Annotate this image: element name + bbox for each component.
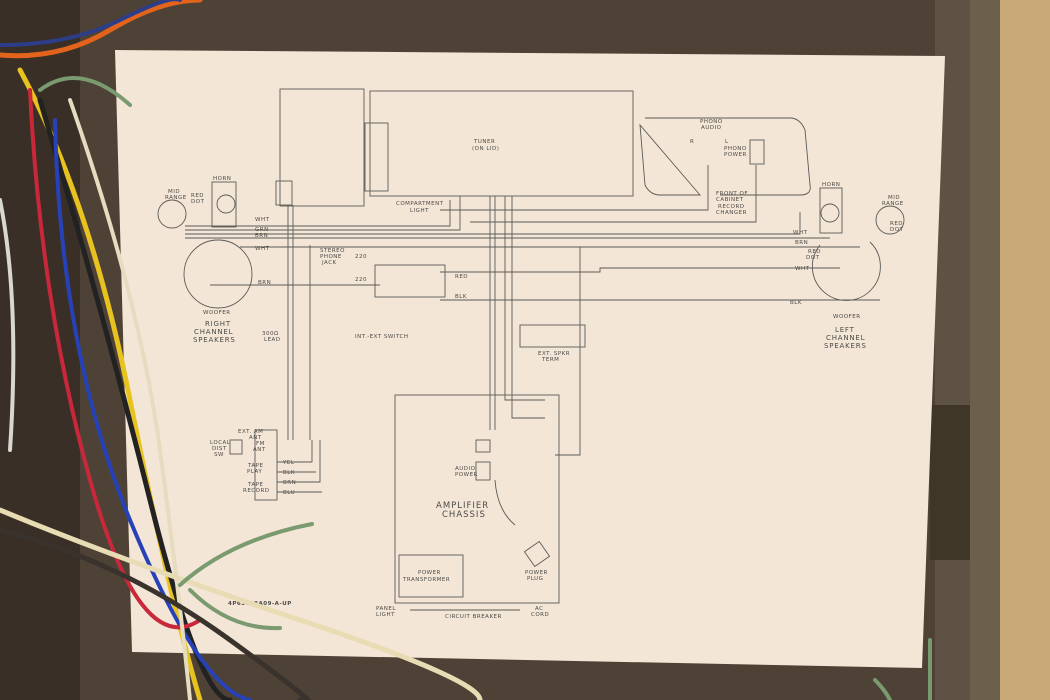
right-channel-title-2: CHANNEL — [194, 328, 233, 336]
front-of-cabinet-label: FRONT OF — [716, 191, 748, 197]
right-red-dot-label-2: DOT — [191, 199, 205, 205]
tape-record-label-2: RECORD — [243, 488, 270, 494]
paper-sheet — [115, 50, 945, 668]
panel-light-label: PANEL — [376, 606, 396, 612]
record-changer-label-2: CHANGER — [716, 210, 747, 216]
wire-label-grn: GRN — [255, 227, 269, 233]
wire-label-wht: WHT — [255, 217, 270, 223]
ac-cord-label-2: CORD — [531, 612, 549, 618]
wire-label-blk: BLK — [455, 294, 467, 300]
wire-label-wht-left: WHT — [795, 266, 810, 272]
right-woofer-label: WOOFER — [203, 310, 231, 316]
power-plug-label-2: PLUG — [527, 576, 543, 582]
phone-jack-label: STEREO — [320, 248, 345, 254]
amplifier-title: AMPLIFIER — [436, 501, 489, 511]
local-dist-label-2: DIST — [212, 446, 227, 452]
tuner-sublabel: (ON LID) — [472, 146, 499, 152]
power-plug-label: POWER — [525, 570, 548, 576]
fm-ant-label-2: ANT — [253, 447, 266, 453]
ext-am-ant-label: EXT. AM — [238, 429, 263, 435]
wire-label-brn-left: BRN — [795, 240, 808, 246]
amplifier-title-2: CHASSIS — [442, 510, 486, 520]
left-channel-title-3: SPEAKERS — [824, 342, 867, 350]
right-red-dot-label: RED — [191, 193, 204, 199]
particle-board — [1000, 0, 1050, 700]
ext-spkr-label: EXT. SPKR — [538, 351, 570, 357]
phone-jack-label-3: JACK — [321, 260, 337, 266]
ext-am-ant-label-2: ANT — [249, 435, 262, 441]
resistor-label-2: 220 — [355, 277, 367, 283]
right-midrange-label-2: RANGE — [165, 195, 187, 201]
left-midrange-label-2: RANGE — [882, 201, 904, 207]
compartment-light-label: COMPARTMENT — [396, 201, 444, 207]
phono-audio-label-2: AUDIO — [701, 125, 722, 131]
audio-power-label-2: POWER — [455, 472, 478, 478]
transformer-label: POWER — [418, 570, 441, 576]
right-midrange-label: MID — [168, 189, 180, 195]
schematic: TUNER (ON LID) COMPARTMENT LIGHT MID RAN… — [157, 88, 905, 620]
compartment-light-label-2: LIGHT — [410, 208, 429, 214]
wire-label-brn-ant: BRN — [283, 480, 296, 486]
local-dist-label: LOCAL — [210, 440, 231, 446]
wood-strip — [970, 0, 1000, 700]
audio-power-label: AUDIO — [455, 466, 476, 472]
left-horn-label: HORN — [822, 182, 840, 188]
left-woofer-label: WOOFER — [833, 314, 861, 320]
wire-label-yel: YEL — [282, 460, 295, 466]
local-dist-label-3: SW — [214, 452, 224, 458]
tuner-label: TUNER — [473, 139, 495, 145]
right-horn-label: HORN — [213, 176, 231, 182]
ac-cord-label: AC — [535, 606, 544, 612]
wire-label-wht-2: WHT — [255, 246, 270, 252]
loose-wires — [0, 0, 932, 700]
wire-label-wht-left-2: WHT — [793, 230, 808, 236]
lead-label: 300Ω — [262, 331, 279, 337]
tape-record-label: TAPE — [247, 482, 264, 488]
left-woofer-red-dot-2: DOT — [806, 255, 820, 261]
left-red-dot-label: RED — [890, 221, 903, 227]
phono-power-label: PHONO — [724, 146, 747, 152]
int-ext-switch-label: INT.-EXT SWITCH — [355, 334, 409, 340]
panel-light-label-2: LIGHT — [376, 612, 395, 618]
wire-label-red: RED — [455, 274, 468, 280]
left-red-dot-label-2: DOT — [890, 227, 904, 233]
record-changer-label: RECORD — [718, 204, 745, 210]
wire-label-blu: BLU — [283, 490, 295, 496]
circuit-breaker-label: CIRCUIT BREAKER — [445, 614, 502, 620]
phono-r-label: R — [690, 139, 694, 145]
phono-l-label: L — [725, 139, 729, 145]
transformer-label-2: TRANSFORMER — [402, 577, 450, 583]
right-channel-title: RIGHT — [205, 320, 231, 328]
tape-play-label-2: PLAY — [247, 469, 262, 475]
right-channel-title-3: SPEAKERS — [193, 336, 236, 344]
wire-label-brn: BRN — [255, 233, 268, 239]
front-of-cabinet-label-2: CABINET — [716, 197, 744, 203]
lead-label-2: LEAD — [264, 337, 281, 343]
phone-jack-label-2: PHONE — [320, 254, 342, 260]
left-woofer-red-dot: RED — [808, 249, 821, 255]
left-channel-title-2: CHANNEL — [826, 334, 865, 342]
fm-ant-label: FM — [256, 441, 265, 447]
wire-label-brn-2: BRN — [258, 280, 271, 286]
wire-label-blk-2: BLK — [790, 300, 802, 306]
ext-spkr-label-2: TERM — [541, 357, 559, 363]
left-midrange-label: MID — [888, 195, 900, 201]
left-channel-title: LEFT — [835, 326, 855, 334]
phono-power-label-2: POWER — [724, 152, 747, 158]
resistor-label-1: 220 — [355, 254, 367, 260]
phono-audio-label: PHONO — [700, 119, 723, 125]
tape-play-label: TAPE — [247, 463, 264, 469]
wire-label-blk-ant: BLK — [283, 470, 295, 476]
